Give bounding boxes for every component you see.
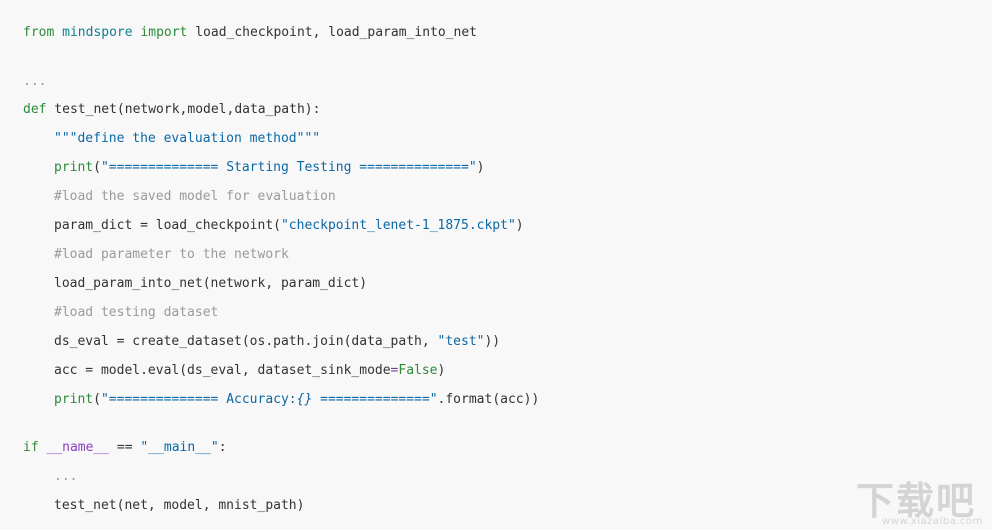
code-line-comment-load-param: #load parameter to the network xyxy=(54,244,289,266)
paren: )) xyxy=(484,334,501,349)
paren: ) xyxy=(476,160,485,175)
code-line-create-dataset: ds_eval = create_dataset(os.path.join(da… xyxy=(54,331,500,353)
code-line-if-main: if __name__ == "__main__": xyxy=(23,437,227,459)
paren: ( xyxy=(93,160,101,175)
code-text: param_dict = load_checkpoint( xyxy=(54,218,281,233)
keyword-false: False xyxy=(398,363,438,378)
string-literal: "checkpoint_lenet-1_1875.ckpt" xyxy=(280,218,516,233)
code-line-call-test-net: test_net(net, model, mnist_path) xyxy=(54,495,304,517)
ellipsis: ... xyxy=(23,74,47,89)
code-line-docstring: """define the evaluation method""" xyxy=(54,128,320,150)
code-line-def: def test_net(network,model,data_path): xyxy=(23,99,320,121)
code-line-load-checkpoint: param_dict = load_checkpoint("checkpoint… xyxy=(54,215,524,237)
module-name: mindspore xyxy=(62,25,133,40)
string-literal: "============== Starting Testing =======… xyxy=(100,160,477,175)
watermark-url: www.xiazaiba.com xyxy=(882,516,983,527)
code-text: test_net(net, model, mnist_path) xyxy=(54,498,305,513)
code-line-ellipsis: ... xyxy=(23,71,46,93)
builtin-print: print xyxy=(54,160,94,175)
string-literal: "__main__" xyxy=(140,440,219,455)
keyword-def: def xyxy=(23,102,47,117)
operator: == xyxy=(109,440,141,455)
code-line-ellipsis-2: ... xyxy=(54,466,77,488)
paren: ) xyxy=(515,218,524,233)
string-literal: ==============" xyxy=(312,392,438,407)
keyword-from: from xyxy=(23,25,55,40)
keyword-import: import xyxy=(140,25,188,40)
code-text: acc = model.eval(ds_eval, dataset_sink_m… xyxy=(54,363,391,378)
code-line-print-start: print("============== Starting Testing =… xyxy=(54,157,484,179)
comment: #load parameter to the network xyxy=(54,247,289,262)
keyword-if: if xyxy=(23,440,39,455)
paren: ( xyxy=(93,392,101,407)
dunder-name: __name__ xyxy=(46,440,110,455)
function-signature: test_net(network,model,data_path): xyxy=(46,102,321,117)
code-line-comment-load-dataset: #load testing dataset xyxy=(54,302,218,324)
builtin-print: print xyxy=(54,392,94,407)
code-text: .format(acc)) xyxy=(437,392,540,407)
docstring: """define the evaluation method""" xyxy=(54,131,321,146)
paren: ) xyxy=(437,363,446,378)
comment: #load testing dataset xyxy=(54,305,219,320)
code-line-comment-load-model: #load the saved model for evaluation xyxy=(54,186,336,208)
watermark-logo: 下载吧 www.xiazaiba.com xyxy=(852,470,992,530)
colon: : xyxy=(218,440,227,455)
string-literal: "test" xyxy=(437,334,485,349)
code-text: load_param_into_net(network, param_dict) xyxy=(54,276,368,291)
comment: #load the saved model for evaluation xyxy=(54,189,336,204)
code-text: ds_eval = create_dataset(os.path.join(da… xyxy=(54,334,438,349)
operator: = xyxy=(390,363,399,378)
ellipsis: ... xyxy=(54,469,78,484)
import-names: load_checkpoint, load_param_into_net xyxy=(187,25,477,40)
code-line-print-accuracy: print("============== Accuracy:{} ======… xyxy=(54,389,539,411)
format-placeholder: {} xyxy=(296,392,313,407)
code-line-eval: acc = model.eval(ds_eval, dataset_sink_m… xyxy=(54,360,445,382)
code-line-import: from mindspore import load_checkpoint, l… xyxy=(23,22,477,44)
string-literal: "============== Accuracy: xyxy=(100,392,297,407)
code-line-load-param: load_param_into_net(network, param_dict) xyxy=(54,273,367,295)
watermark-text: 下载吧 xyxy=(856,479,977,523)
